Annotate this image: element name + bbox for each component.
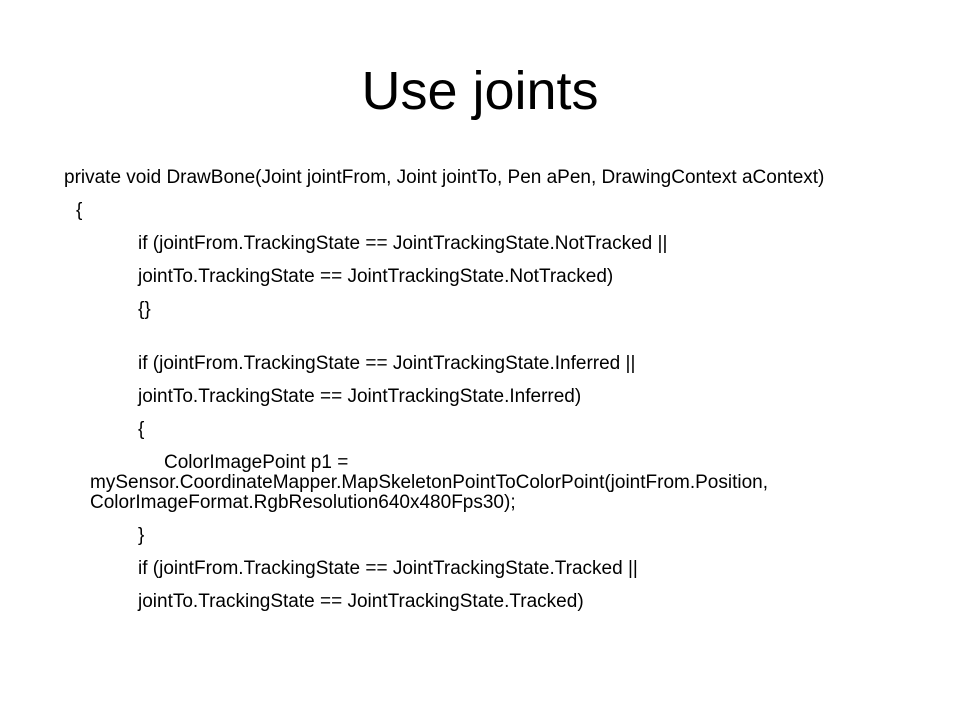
code-line-open-brace-inner: { bbox=[138, 419, 145, 440]
code-line-if-inferred: if (jointFrom.TrackingState == JointTrac… bbox=[138, 353, 636, 374]
code-line-if-not-tracked: if (jointFrom.TrackingState == JointTrac… bbox=[138, 233, 668, 254]
code-line-signature: private void DrawBone(Joint jointFrom, J… bbox=[64, 167, 825, 188]
code-line-close-brace-inner: } bbox=[138, 525, 145, 546]
code-line-if-tracked: if (jointFrom.TrackingState == JointTrac… bbox=[138, 558, 638, 579]
code-line-empty-braces: {} bbox=[138, 299, 151, 320]
slide-title: Use joints bbox=[361, 61, 599, 121]
code-line-jointto-tracked: jointTo.TrackingState == JointTrackingSt… bbox=[138, 591, 584, 612]
code-line-open-brace: { bbox=[76, 200, 83, 221]
code-line-jointto-inferred: jointTo.TrackingState == JointTrackingSt… bbox=[138, 386, 582, 407]
code-line-jointto-not-tracked: jointTo.TrackingState == JointTrackingSt… bbox=[138, 266, 614, 287]
code-block: private void DrawBone(Joint jointFrom, J… bbox=[64, 168, 904, 612]
code-line-color-image-point: ColorImagePoint p1 = mySensor.Coordinate… bbox=[90, 452, 774, 513]
